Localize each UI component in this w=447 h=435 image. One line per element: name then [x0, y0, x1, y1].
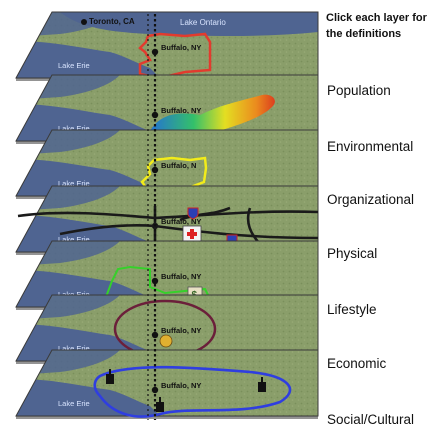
social-cultural-outline — [93, 365, 292, 418]
lake-erie-label: Lake Erie — [58, 179, 90, 188]
hospital-cross-horizontal — [187, 232, 197, 236]
lake-water-upper — [30, 295, 120, 319]
lake-water-upper — [30, 241, 120, 265]
buffalo-label: Buffalo, NY — [161, 326, 201, 335]
lake-erie-water — [16, 41, 160, 78]
buffalo-label: Buffalo, NY — [161, 381, 201, 390]
layer-label-organizational[interactable]: Organizational — [327, 192, 415, 207]
church-icon — [258, 382, 266, 392]
layer-label-social-cultural[interactable]: Social/Cultural — [327, 412, 415, 427]
lake-water-upper — [30, 75, 120, 99]
church-steeple — [159, 397, 161, 402]
layer-map-environmental: Lake Erie — [16, 75, 318, 141]
lake-erie-label: Lake Erie — [58, 344, 90, 353]
buffalo-label: Buffalo, NY — [161, 217, 201, 226]
layer-map-social_cultural: Lake Erie — [16, 350, 318, 416]
lake-ontario-label: Lake Ontario — [180, 18, 226, 27]
lake-erie-label: Lake Erie — [58, 124, 90, 133]
crowd-icon — [159, 334, 173, 348]
layer-edge — [16, 416, 318, 419]
layer-environmental[interactable]: Lake Erie Buffalo, NY — [0, 74, 319, 144]
lake-erie-label: Lake Erie — [58, 399, 90, 408]
buffalo-label: Buffalo, NY — [161, 43, 201, 52]
lake-water-upper — [30, 350, 120, 374]
lake-erie-label: Lake Erie — [58, 61, 90, 70]
lake-ontario-water — [60, 12, 318, 36]
layer-label-economic[interactable]: Economic — [327, 356, 387, 371]
layer-label-population[interactable]: Population — [327, 83, 391, 98]
layer-map-population: Lake Ontario Toronto, CA Lake Erie — [16, 12, 318, 78]
buffalo-label: Buffalo, NY — [161, 106, 201, 115]
layer-social_cultural[interactable]: Lake Erie Buffalo, NY — [0, 349, 319, 419]
layer-label-environmental[interactable]: Environmental — [327, 139, 414, 154]
interstate-shield-icon — [187, 207, 199, 220]
layer-label-physical[interactable]: Physical — [327, 246, 378, 261]
instructions-text: Click each layer for the definitions — [326, 12, 427, 40]
church-icon — [156, 402, 164, 412]
lake-erie-label: Lake Erie — [58, 235, 90, 244]
environmental-heatmap — [150, 94, 275, 137]
lake-water-upper — [30, 186, 120, 210]
layer-physical[interactable]: Lake Erie Buffalo, NY — [0, 185, 319, 255]
layer-label-lifestyle[interactable]: Lifestyle — [327, 302, 377, 317]
layer-map-lifestyle: Lake Erie — [16, 241, 318, 307]
church-icon — [106, 374, 114, 384]
buffalo-label: Buffalo, NY — [161, 272, 201, 281]
layer-population[interactable]: Lake Ontario Toronto, CA Lake Erie Buffalo,… — [0, 11, 319, 81]
church-steeple — [261, 377, 263, 382]
lake-water-upper — [30, 130, 120, 154]
church-steeple — [109, 369, 111, 374]
buffalo-label: Buffalo, N — [161, 161, 196, 170]
lake-erie-water — [16, 379, 160, 416]
toronto-label: Toronto, CA — [89, 17, 135, 26]
buffalo-dot-icon — [151, 48, 159, 56]
road-4 — [179, 206, 231, 222]
road-1 — [59, 223, 319, 240]
toronto-dot-icon — [81, 19, 87, 25]
